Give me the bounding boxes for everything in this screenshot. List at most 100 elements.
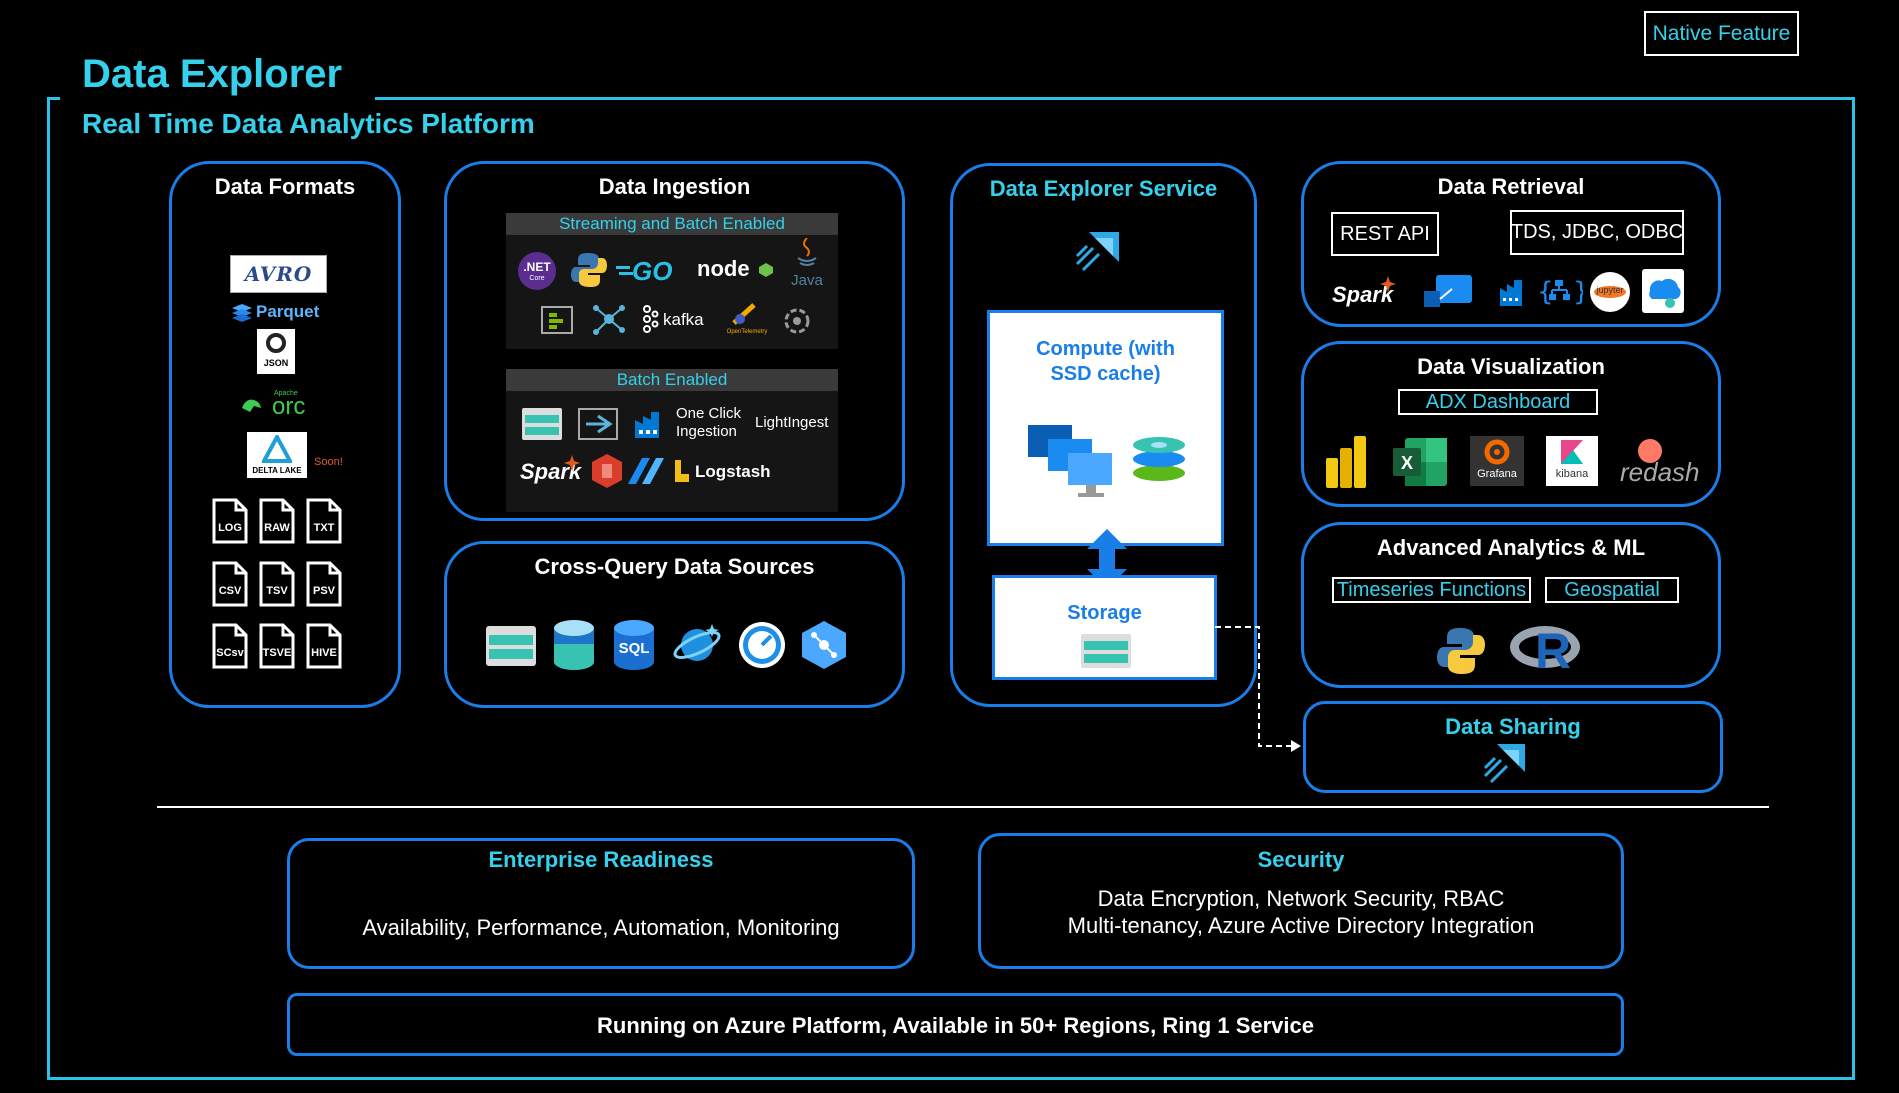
delta-lake-logo: DELTA LAKE bbox=[247, 432, 307, 478]
geospatial-tag: Geospatial bbox=[1545, 577, 1679, 603]
parquet-icon bbox=[232, 304, 252, 322]
document-icon bbox=[306, 561, 342, 607]
logstash-label: Logstash bbox=[695, 462, 771, 481]
batch-strip-label: Batch Enabled bbox=[506, 369, 838, 391]
document-icon bbox=[259, 498, 295, 544]
data-sharing-icon bbox=[1483, 744, 1525, 784]
python-ml-icon bbox=[1437, 628, 1485, 674]
document-icon bbox=[306, 498, 342, 544]
grafana-label: Grafana bbox=[1477, 468, 1517, 480]
spark-star-icon bbox=[564, 455, 580, 471]
lightingest-label: LightIngest bbox=[755, 414, 829, 431]
power-automate-icon bbox=[1424, 275, 1472, 307]
go-logo: GO bbox=[616, 256, 680, 286]
data-formats-panel: Data Formats bbox=[169, 161, 401, 708]
file-format-label: RAW bbox=[264, 522, 290, 534]
orc-logo: Apache orc bbox=[240, 390, 330, 420]
java-cup-icon bbox=[797, 238, 817, 266]
jupyter-icon: jupyter bbox=[1590, 272, 1630, 312]
logstash-logo: Logstash bbox=[675, 458, 785, 486]
file-format-icon: TSV bbox=[259, 561, 295, 607]
enterprise-readiness-panel: Enterprise Readiness Availability, Perfo… bbox=[287, 838, 915, 969]
file-format-icon: SCsv bbox=[212, 623, 248, 669]
opentelemetry-logo: OpenTelemetry bbox=[718, 301, 776, 339]
delta-lake-label: DELTA LAKE bbox=[252, 466, 302, 475]
compute-storage-arrow-icon bbox=[1087, 529, 1127, 589]
log-analytics-icon bbox=[802, 621, 846, 669]
nodejs-logo: node bbox=[697, 256, 777, 284]
dotnet-icon: .NET Core bbox=[518, 252, 556, 290]
opentelemetry-label: OpenTelemetry bbox=[726, 329, 768, 335]
r-ring-icon bbox=[1510, 626, 1580, 668]
power-bi-icon bbox=[1326, 436, 1366, 488]
file-format-icon: PSV bbox=[306, 561, 342, 607]
kafka-label: kafka bbox=[663, 310, 704, 329]
cross-query-panel: Cross-Query Data Sources bbox=[444, 541, 905, 708]
document-icon bbox=[212, 498, 248, 544]
kafka-icon bbox=[643, 305, 659, 333]
data-visualization-title: Data Visualization bbox=[1417, 354, 1605, 379]
synapse-icon bbox=[592, 454, 622, 488]
redash-logo: redash bbox=[1618, 437, 1702, 487]
spark-retrieval-label: Spark bbox=[1332, 282, 1394, 307]
security-line-1: Data Encryption, Network Security, RBAC bbox=[1097, 886, 1505, 911]
cross-query-title: Cross-Query Data Sources bbox=[534, 554, 815, 579]
avro-logo: AVRO bbox=[230, 255, 327, 293]
one-click-ingestion-label: One Click Ingestion bbox=[676, 405, 742, 440]
streaming-strip bbox=[506, 213, 838, 349]
file-format-label: HIVE bbox=[311, 647, 337, 659]
storage-box: Storage bbox=[992, 575, 1217, 680]
stream-analytics-icon bbox=[628, 458, 664, 484]
data-sharing-panel: Data Sharing bbox=[1303, 701, 1723, 793]
storage-to-sharing-connector bbox=[1215, 626, 1301, 752]
logstash-icon bbox=[675, 460, 689, 482]
file-format-label: SCsv bbox=[216, 647, 244, 659]
document-icon bbox=[259, 623, 295, 669]
svg-text:}: } bbox=[1573, 277, 1583, 307]
ssd-cache-disks-icon bbox=[1133, 437, 1185, 481]
data-explorer-service-panel: Data Explorer Service bbox=[950, 163, 1257, 707]
data-retrieval-panel: Data Retrieval bbox=[1301, 161, 1721, 327]
go-speed-lines bbox=[616, 266, 630, 269]
event-hub-batch-icon bbox=[578, 408, 618, 440]
svg-text:X: X bbox=[1401, 453, 1413, 473]
event-hub-icon bbox=[541, 306, 573, 334]
nodejs-hex-icon bbox=[759, 263, 773, 277]
file-format-icon: TXT bbox=[306, 498, 342, 544]
service-title: Data Explorer Service bbox=[989, 176, 1218, 201]
data-factory-icon bbox=[635, 412, 659, 438]
data-sharing-title: Data Sharing bbox=[1445, 714, 1581, 739]
orc-label: orc bbox=[272, 393, 306, 420]
document-icon bbox=[259, 561, 295, 607]
security-line-2: Multi-tenancy, Azure Active Directory In… bbox=[1067, 913, 1535, 938]
jupyter-label: jupyter bbox=[1596, 285, 1624, 295]
compute-box: Compute (with SSD cache) bbox=[987, 310, 1224, 546]
avro-logo-text: AVRO bbox=[244, 262, 313, 286]
grafana-logo: Grafana bbox=[1470, 436, 1524, 486]
document-icon bbox=[212, 623, 248, 669]
compute-label: Compute (with SSD cache) bbox=[1036, 338, 1175, 385]
redash-icon bbox=[1638, 439, 1662, 463]
platform-frame bbox=[47, 97, 1855, 1080]
file-format-label: TXT bbox=[313, 522, 335, 534]
storage-label: Storage bbox=[1067, 602, 1142, 624]
data-factory-retrieval-icon bbox=[1500, 280, 1522, 306]
redash-label: redash bbox=[1620, 457, 1700, 487]
data-ingestion-panel: Data Ingestion bbox=[444, 161, 905, 521]
spark-ingest-logo: Spark bbox=[520, 455, 584, 487]
file-format-icon: CSV bbox=[212, 561, 248, 607]
page-subtitle: Real Time Data Analytics Platform bbox=[82, 108, 535, 139]
event-grid-icon bbox=[593, 305, 625, 335]
azure-platform-footer: Running on Azure Platform, Available in … bbox=[287, 993, 1624, 1056]
r-label: R bbox=[1535, 623, 1572, 679]
storage-account-icon bbox=[486, 626, 536, 666]
parquet-logo: Parquet bbox=[232, 301, 342, 325]
grafana-icon bbox=[1484, 439, 1510, 465]
kafka-logo: kafka bbox=[641, 305, 711, 335]
r-language-logo: R bbox=[1510, 622, 1582, 678]
sql-database-icon: SQL bbox=[614, 620, 654, 670]
kibana-icon bbox=[1561, 440, 1583, 464]
jupyter-orbit bbox=[1594, 286, 1626, 298]
data-ingestion-title: Data Ingestion bbox=[598, 174, 751, 199]
security-title: Security bbox=[1257, 847, 1345, 872]
